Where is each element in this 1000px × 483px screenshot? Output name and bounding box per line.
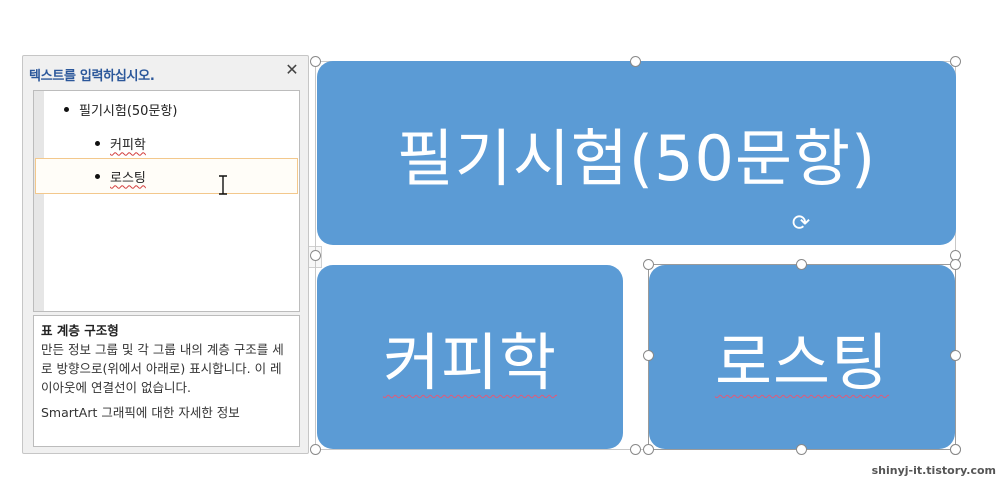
shape-resize-handle[interactable]	[643, 350, 654, 361]
more-info-link[interactable]: SmartArt 그래픽에 대한 자세한 정보	[41, 405, 240, 420]
layout-description: 표 계층 구조형 만든 정보 그룹 및 각 그룹 내의 계층 구조를 세로 방향…	[33, 315, 300, 447]
shape-text: 필기시험(50문항)	[396, 122, 877, 195]
shape-text: 커피학	[382, 326, 558, 399]
text-edit-area[interactable]: 필기시험(50문항) 커피학 로스팅	[33, 90, 300, 312]
text-pane: 텍스트를 입력하십시오. ✕ 필기시험(50문항) 커피학 로스팅 표 계층 구…	[22, 55, 309, 454]
resize-handle[interactable]	[310, 444, 321, 455]
shape-bottom-right[interactable]: 로스팅	[649, 265, 955, 449]
shape-resize-handle[interactable]	[796, 444, 807, 455]
bullet-text: 커피학	[110, 137, 146, 153]
bullet-item-3[interactable]: 로스팅	[35, 158, 298, 194]
shape-resize-handle[interactable]	[643, 444, 654, 455]
edit-gutter	[34, 91, 44, 311]
resize-handle[interactable]	[310, 56, 321, 67]
bullet-icon	[95, 140, 100, 146]
resize-handle[interactable]	[630, 56, 641, 67]
shape-resize-handle[interactable]	[950, 350, 961, 361]
shape-bottom-left[interactable]: 커피학	[317, 265, 623, 449]
bullet-item-2[interactable]: 커피학	[35, 125, 298, 161]
shape-resize-handle[interactable]	[950, 444, 961, 455]
watermark: shinyj-it.tistory.com	[871, 464, 996, 477]
shape-resize-handle[interactable]	[643, 259, 654, 270]
resize-handle[interactable]	[630, 444, 641, 455]
shape-text: 로스팅	[714, 326, 890, 399]
layout-name: 표 계층 구조형	[41, 323, 119, 338]
bullet-icon	[95, 173, 100, 179]
resize-handle[interactable]	[310, 250, 321, 261]
pane-title: 텍스트를 입력하십시오.	[29, 69, 155, 84]
shape-resize-handle[interactable]	[950, 259, 961, 270]
bullet-icon	[64, 106, 69, 112]
resize-handle[interactable]	[950, 56, 961, 67]
rotate-icon[interactable]: ⟳	[791, 211, 811, 236]
text-cursor-icon	[218, 175, 228, 195]
shape-top[interactable]: 필기시험(50문항)	[317, 61, 956, 245]
selection-box	[648, 264, 956, 450]
layout-description-text: 만든 정보 그룹 및 각 그룹 내의 계층 구조를 세로 방향으로(위에서 아래…	[41, 342, 284, 395]
bullet-text: 로스팅	[110, 170, 146, 186]
close-icon[interactable]: ✕	[285, 60, 299, 79]
bullet-item-1[interactable]: 필기시험(50문항)	[35, 91, 298, 127]
shape-resize-handle[interactable]	[796, 259, 807, 270]
bullet-text: 필기시험(50문항)	[79, 103, 178, 119]
